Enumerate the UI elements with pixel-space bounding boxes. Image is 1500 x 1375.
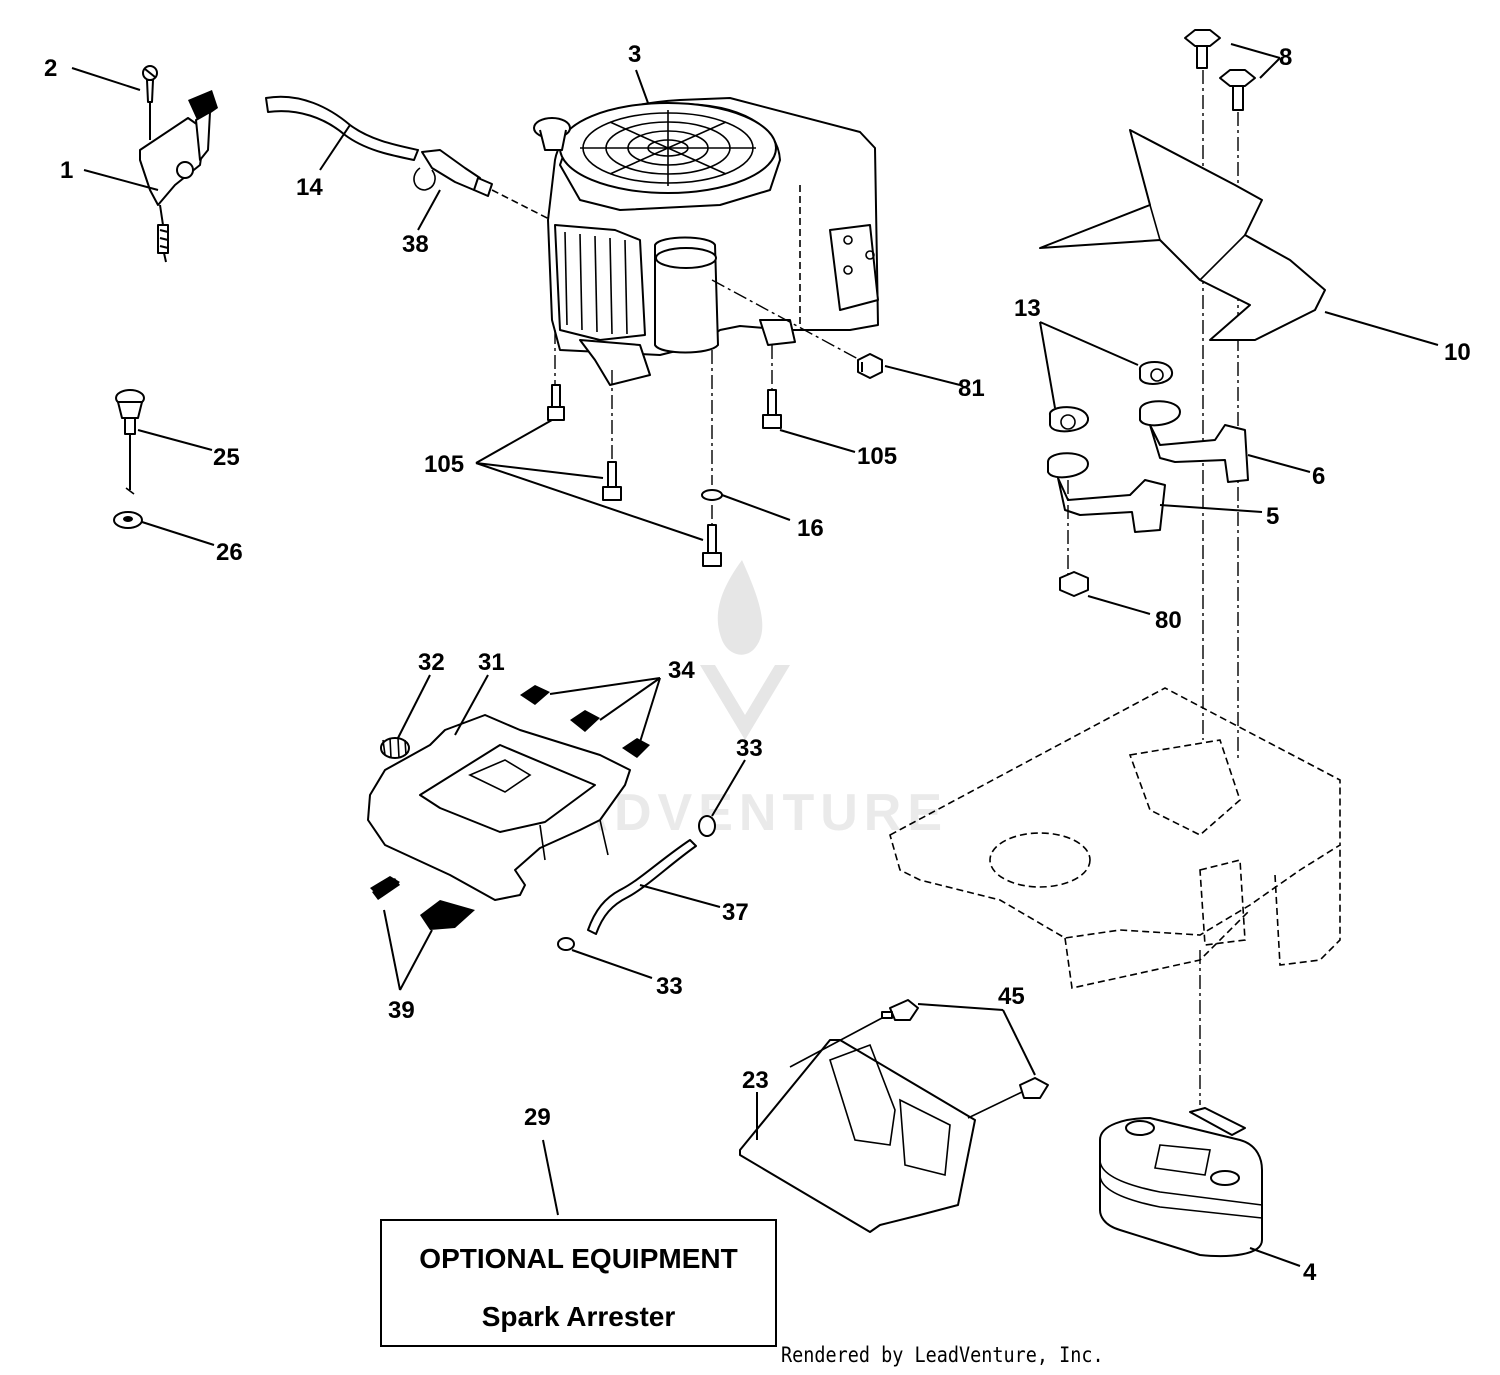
part-bolts-105 — [547, 330, 782, 567]
part-panel-23 — [739, 1039, 976, 1233]
part-fuel-filter-38 — [413, 149, 556, 223]
optional-equipment-box: OPTIONAL EQUIPMENT Spark Arrester — [380, 1219, 777, 1347]
callout-29: 29 — [524, 1104, 551, 1131]
part-screws-45 — [881, 999, 1049, 1099]
callout-39: 39 — [388, 997, 415, 1024]
part-exhaust-pipe-6 — [1139, 400, 1249, 483]
part-bolts-8 — [1184, 29, 1256, 760]
callout-26: 26 — [216, 539, 243, 566]
callout-32: 32 — [418, 649, 445, 676]
part-screw-2 — [142, 65, 158, 140]
callout-10: 10 — [1444, 339, 1471, 366]
callout-3: 3 — [628, 41, 641, 68]
callout-14: 14 — [296, 174, 323, 201]
part-nut-80 — [1059, 571, 1089, 597]
callout-13: 13 — [1014, 295, 1041, 322]
callout-5: 5 — [1266, 503, 1279, 530]
part-gaskets-13 — [1049, 361, 1173, 433]
part-tube-37 — [557, 815, 716, 951]
part-muffler-guard-31 — [367, 714, 631, 901]
callout-105-left: 105 — [424, 451, 464, 478]
part-pads-39 — [370, 876, 475, 930]
callout-4: 4 — [1303, 1259, 1317, 1286]
optional-equipment-subtitle: Spark Arrester — [481, 1301, 676, 1332]
part-grommet-26 — [113, 511, 143, 529]
callout-6: 6 — [1312, 463, 1325, 490]
part-engine-3 — [533, 97, 879, 386]
callout-23: 23 — [742, 1067, 769, 1094]
optional-equipment-title: OPTIONAL EQUIPMENT — [419, 1243, 738, 1274]
callout-16: 16 — [797, 515, 824, 542]
callout-labels: 2 1 3 14 38 8 10 13 6 5 81 105 105 16 25… — [44, 41, 1471, 1286]
part-pads-34 — [520, 685, 650, 758]
callout-1: 1 — [60, 157, 73, 184]
callout-31: 31 — [478, 649, 505, 676]
callout-81: 81 — [958, 375, 985, 402]
callout-34: 34 — [668, 657, 695, 684]
callout-8: 8 — [1279, 44, 1292, 71]
callout-25: 25 — [213, 444, 240, 471]
part-exhaust-pipe-5 — [1047, 452, 1166, 575]
leader-lines — [71, 43, 1439, 1267]
callout-105-right: 105 — [857, 443, 897, 470]
callout-2: 2 — [44, 55, 57, 82]
part-muffler-4 — [1099, 1107, 1263, 1258]
frame-outline — [889, 687, 1341, 1105]
callout-33-top: 33 — [736, 735, 763, 762]
part-throttle-control — [139, 90, 218, 263]
part-cap-32 — [380, 737, 410, 759]
callout-37: 37 — [722, 899, 749, 926]
callout-45: 45 — [998, 983, 1025, 1010]
part-heat-shield-10 — [1039, 129, 1326, 341]
callout-80: 80 — [1155, 607, 1182, 634]
part-nut-81 — [857, 353, 883, 379]
part-fuel-hose-14 — [265, 95, 419, 161]
part-dipstick-25 — [115, 389, 145, 495]
render-credit: Rendered by LeadVenture, Inc. — [781, 1343, 1104, 1367]
callout-38: 38 — [402, 231, 429, 258]
callout-33-bottom: 33 — [656, 973, 683, 1000]
